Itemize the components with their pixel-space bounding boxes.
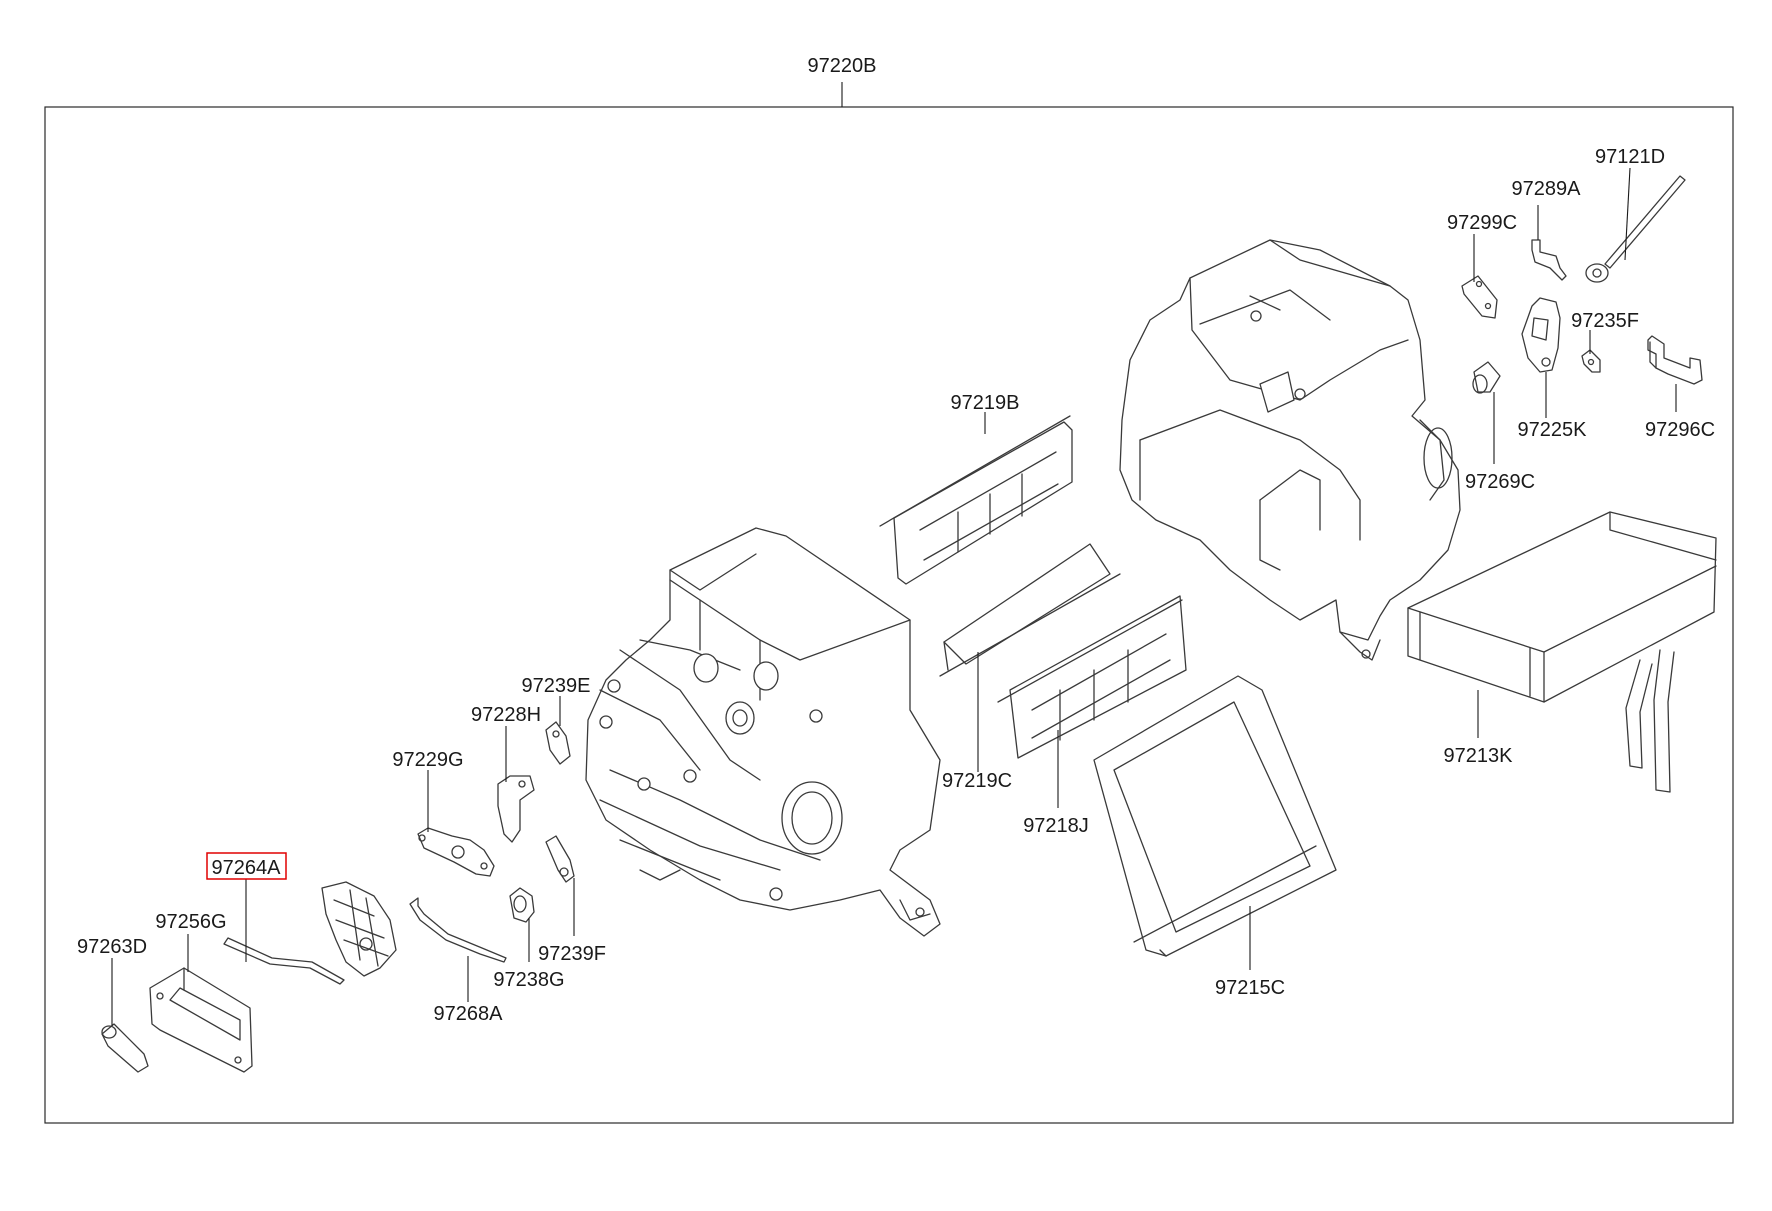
part-97296c-drawing <box>1647 335 1703 385</box>
part-97239e-drawing <box>545 721 571 765</box>
part-label-97296c[interactable]: 97296C <box>1645 419 1715 441</box>
part-label-97238g[interactable]: 97238G <box>493 969 564 991</box>
part-97268a-drawing <box>409 897 507 963</box>
part-label-97229g[interactable]: 97229G <box>392 749 463 771</box>
highlight-box-97264a <box>206 852 287 880</box>
part-97239f-drawing <box>545 835 575 883</box>
part-label-97256g[interactable]: 97256G <box>155 911 226 933</box>
heater-upper-case-drawing <box>1119 239 1461 661</box>
part-label-97268a[interactable]: 97268A <box>434 1003 504 1025</box>
part-97228h-drawing <box>497 775 535 843</box>
part-label-97225k[interactable]: 97225K <box>1518 419 1588 441</box>
part-97299c-drawing <box>1461 275 1498 319</box>
part-97238g-drawing <box>509 887 535 923</box>
part-97256g-drawing <box>149 967 253 1073</box>
leader-lines <box>111 167 1677 1026</box>
part-label-97219c[interactable]: 97219C <box>942 770 1012 792</box>
part-97213k-drawing <box>1407 511 1717 793</box>
part-97263d-drawing <box>101 1023 149 1073</box>
part-label-97218j[interactable]: 97218J <box>1023 815 1089 837</box>
part-97219c-drawing <box>939 543 1121 677</box>
part-label-97263d[interactable]: 97263D <box>77 936 147 958</box>
part-label-97269c[interactable]: 97269C <box>1465 471 1535 493</box>
assembly-frame <box>44 106 1734 1124</box>
part-label-97299c[interactable]: 97299C <box>1447 212 1517 234</box>
part-label-97215c[interactable]: 97215C <box>1215 977 1285 999</box>
part-97225k-drawing <box>1521 297 1561 373</box>
part-97218j-drawing <box>997 595 1187 759</box>
part-97264a-drawing <box>223 937 345 985</box>
part-97269c-drawing <box>1472 361 1501 394</box>
part-97229g-drawing <box>417 827 495 877</box>
part-97289a-drawing <box>1531 239 1567 281</box>
part-label-97228h[interactable]: 97228H <box>471 704 541 726</box>
part-97235f-drawing <box>1581 349 1601 373</box>
part-label-97235f[interactable]: 97235F <box>1571 310 1639 332</box>
door-flap-drawing <box>321 881 397 977</box>
part-label-97264a[interactable]: 97264A <box>212 857 282 879</box>
assembly-label[interactable]: 97220B <box>808 55 877 77</box>
part-97215c-drawing <box>1093 675 1337 957</box>
part-label-97219b[interactable]: 97219B <box>951 392 1020 414</box>
part-97219b-drawing <box>879 415 1073 585</box>
part-97121d-drawing <box>1585 175 1686 283</box>
part-label-97289a[interactable]: 97289A <box>1512 178 1582 200</box>
heater-main-unit-drawing <box>585 527 941 937</box>
part-label-97121d[interactable]: 97121D <box>1595 146 1665 168</box>
part-label-97239e[interactable]: 97239E <box>522 675 591 697</box>
part-label-97213k[interactable]: 97213K <box>1444 745 1514 767</box>
part-label-97239f[interactable]: 97239F <box>538 943 606 965</box>
